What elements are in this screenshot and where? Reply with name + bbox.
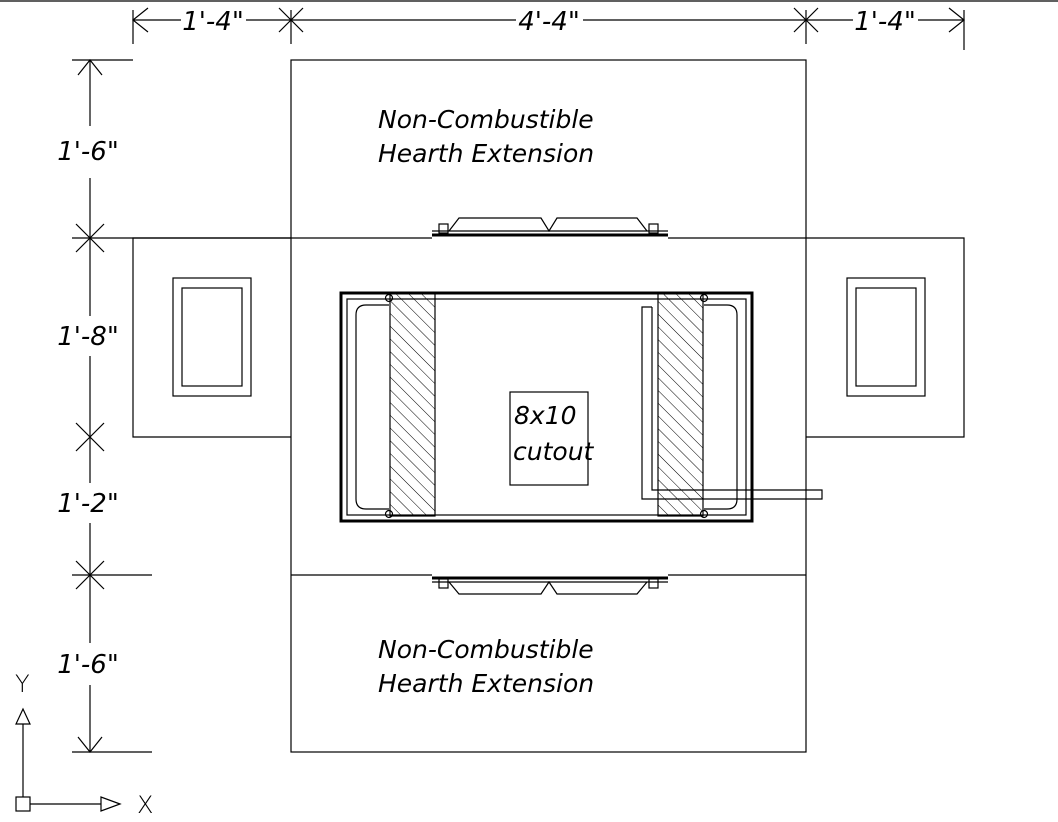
firebox-outer [339,291,754,523]
ucs-icon: Y X [15,670,153,819]
hearth-bottom-note-line2: Hearth Extension [378,669,594,698]
left-dim-arrow-bottom [77,736,103,753]
dim-left-3-label: 1'-2" [57,489,119,519]
hearth-outline [132,59,965,753]
bottom-door-panels [448,580,648,595]
dim-left-4-label: 1'-6" [57,650,119,680]
flue-channel [641,306,823,500]
left-wing-outline [132,237,291,438]
left-hatched-baffle [389,292,436,517]
top-door-hinge-left [438,223,449,234]
bottom-door-hinge-left [438,578,449,589]
ucs-origin-box [15,796,31,812]
ucs-x-arrow [100,796,122,812]
dim-top-right-label: 1'-4" [854,7,916,37]
top-dimension-string: 1'-4" 4'-4" 1'-4" [132,7,965,50]
left-dim-tick-2b [75,422,105,452]
left-opening-outer [172,277,252,397]
ucs-y-label: Y [15,670,30,698]
dim-top-left-label: 1'-4" [182,7,244,37]
bottom-door-hinge-right [648,578,659,589]
dim-top-center-label: 4'-4" [518,7,580,37]
hearth-top-note-line1: Non-Combustible [378,105,594,134]
top-dim-arrow-right [948,7,965,33]
hearth-top-note-line2: Hearth Extension [378,139,594,168]
left-side-opening [172,277,252,397]
left-dim-tick-1b [75,223,105,253]
bottom-door-assembly [432,576,668,595]
top-dim-tick-1b [278,7,304,33]
left-opening-inner [181,287,243,387]
right-side-opening [846,277,926,397]
hearth-extension-outline [290,59,807,753]
right-opening-inner [855,287,917,387]
firebox-left-curve [355,304,389,510]
firebox-right-curve [704,304,738,510]
top-dim-tick-2b [793,7,819,33]
firebox-inner [346,298,747,516]
cutout-label-line1: 8x10 [514,401,577,430]
dim-left-1-label: 1'-6" [57,137,119,167]
dim-left-2-label: 1'-8" [57,322,119,352]
top-door-assembly [432,217,668,237]
top-door-hinge-right [648,223,659,234]
top-door-panels [448,217,648,233]
left-dim-arrow-top [77,59,103,76]
right-wing-outline [806,237,965,438]
firebox: 8x10 cutout [339,291,823,523]
top-dim-arrow-left [132,7,149,33]
cutout-label-line2: cutout [513,437,595,466]
ucs-y-arrow [15,707,31,725]
cutout-box [509,391,589,486]
left-dim-tick-3b [75,560,105,590]
right-opening-outer [846,277,926,397]
left-dimension-string: 1'-6" 1'-8" 1'-2" 1'-6" [57,59,291,753]
hearth-bottom-note-line1: Non-Combustible [378,635,594,664]
ucs-x-label: X [137,791,153,819]
right-hatched-baffle [657,292,704,517]
